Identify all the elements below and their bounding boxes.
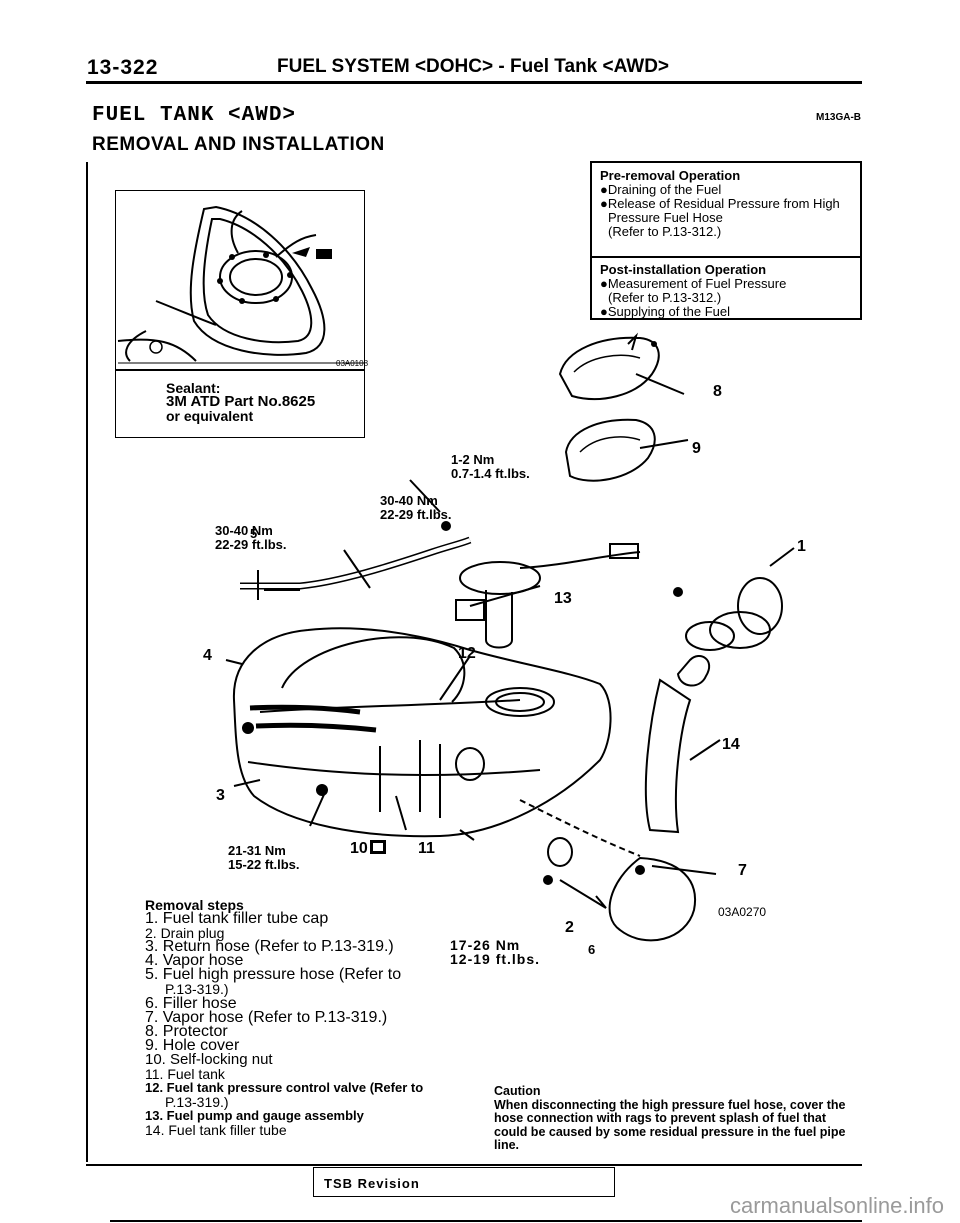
callout-number: 5: [250, 526, 258, 541]
torque-label-2: 30-40 Nm 22-29 ft.lbs.: [380, 494, 452, 522]
callout-number: 14: [722, 736, 740, 753]
torque-nm: 30-40 Nm: [215, 523, 273, 538]
page-header-title: FUEL SYSTEM <DOHC> - Fuel Tank <AWD>: [277, 56, 670, 77]
post-installation-line: (Refer to P.13-312.): [608, 290, 722, 305]
header-rule: [86, 81, 862, 84]
torque-label-1: 1-2 Nm 0.7-1.4 ft.lbs.: [451, 453, 530, 481]
callout-number: 13: [554, 590, 572, 607]
torque-ftlbs: 15-22 ft.lbs.: [228, 857, 300, 872]
torque-nm: 17-26 Nm: [450, 937, 521, 953]
removal-step: 9. Hole cover: [145, 1036, 240, 1054]
callout-number: 1: [797, 538, 806, 555]
removal-step: 10. Self-locking nut: [145, 1050, 273, 1068]
removal-step: 2. Drain plug: [145, 925, 225, 942]
removal-step: 13. Fuel pump and gauge assembly: [145, 1108, 364, 1124]
removal-steps-title: Removal steps: [145, 897, 244, 913]
page-number: 13-322: [87, 56, 159, 79]
removal-step: 12. Fuel tank pressure control valve (Re…: [145, 1079, 424, 1095]
sealant-inset: 03A0108 Sealant: 3M ATD Part No.8625 or …: [115, 190, 369, 438]
removal-step: 3. Return hose (Refer to P.13-319.): [145, 938, 394, 956]
diagram-figure-code: 03A0270: [718, 905, 767, 919]
removal-step: P.13-319.): [165, 1094, 229, 1111]
post-installation-line: ●Supplying of the Fuel: [600, 304, 730, 319]
caution-title: Caution: [494, 1084, 541, 1098]
removal-step: 8. Protector: [145, 1022, 228, 1040]
pre-removal-line: ●Draining of the Fuel: [600, 182, 722, 197]
removal-step: 11. Fuel tank: [145, 1065, 225, 1082]
callout-number: 10: [350, 840, 368, 857]
callout-number: 8: [713, 383, 722, 400]
pre-removal-heading: Pre-removal Operation: [600, 168, 741, 183]
section-title: FUEL TANK <AWD>: [92, 104, 297, 127]
torque-label-5: 17-26 Nm 12-19 ft.lbs.: [450, 938, 540, 966]
callout-number: 12: [458, 645, 476, 662]
callout-number: 6: [588, 942, 596, 957]
inset-caption-line: 3M ATD Part No.8625: [166, 393, 316, 410]
removal-step: 5. Fuel high pressure hose (Refer to: [145, 966, 402, 984]
footer-rule: [86, 1164, 862, 1166]
callout-number: 11: [418, 840, 435, 857]
callout-number: 9: [692, 440, 701, 457]
watermark: carmanualsonline.info: [729, 1193, 944, 1218]
inset-divider: [116, 369, 364, 371]
caution-text: When disconnecting the high pressure fue…: [494, 1097, 846, 1152]
torque-nm: 30-40 Nm: [380, 493, 438, 508]
section-code: M13GA-B: [816, 112, 862, 123]
removal-step: 4. Vapor hose: [145, 952, 244, 970]
margin-rule: [86, 162, 88, 1162]
pre-removal-line: (Refer to P.13-312.): [608, 224, 722, 239]
inset-caption-line: Sealant:: [166, 380, 221, 396]
torque-ftlbs: 0.7-1.4 ft.lbs.: [451, 466, 530, 481]
post-installation-box: Post-installation Operation ●Measurement…: [590, 256, 862, 320]
removal-step: 14. Fuel tank filler tube: [145, 1122, 287, 1139]
callout-number: 2: [565, 919, 574, 936]
callout-number: 7: [738, 862, 747, 879]
caution-note: Caution When disconnecting the high pres…: [494, 1084, 859, 1153]
section-subtitle: REMOVAL AND INSTALLATION: [92, 134, 385, 155]
inset-caption-line: or equivalent: [166, 408, 254, 424]
post-installation-line: ●Measurement of Fuel Pressure: [600, 276, 787, 291]
torque-ftlbs: 22-29 ft.lbs.: [215, 537, 287, 552]
pre-removal-box: Pre-removal Operation ●Draining of the F…: [590, 161, 862, 261]
post-installation-heading: Post-installation Operation: [600, 262, 767, 277]
torque-label-4: 21-31 Nm 15-22 ft.lbs.: [228, 844, 300, 872]
removal-step: 7. Vapor hose (Refer to P.13-319.): [145, 1008, 388, 1026]
hole-cover-part: [564, 418, 656, 482]
torque-ftlbs: 12-19 ft.lbs.: [450, 951, 541, 967]
tsb-revision-box: TSB Revision: [313, 1167, 615, 1197]
callout-number: 4: [203, 647, 212, 664]
torque-nm: 1-2 Nm: [451, 452, 495, 467]
torque-ftlbs: 22-29 ft.lbs.: [380, 507, 452, 522]
fuel-tank-part: [232, 627, 612, 838]
inset-figure-code: 03A0108: [336, 359, 369, 368]
tsb-revision-label: TSB Revision: [324, 1176, 420, 1191]
torque-label-3: 30-40 Nm 22-29 ft.lbs.: [215, 524, 287, 552]
sealant-inset-illustration: [116, 191, 364, 371]
pre-removal-line: Pressure Fuel Hose: [608, 210, 723, 225]
removal-step: P.13-319.): [165, 981, 229, 998]
bottom-rule: [110, 1220, 862, 1222]
removal-step: 1. Fuel tank filler tube cap: [145, 910, 329, 928]
removal-step: 6. Filler hose: [145, 994, 237, 1012]
callout-number: 3: [216, 787, 225, 804]
torque-nm: 21-31 Nm: [228, 843, 286, 858]
protector-part: [558, 336, 660, 400]
pre-removal-line: ●Release of Residual Pressure from High: [600, 196, 840, 211]
removal-steps: Removal steps 1. Fuel tank filler tube c…: [145, 898, 423, 1138]
